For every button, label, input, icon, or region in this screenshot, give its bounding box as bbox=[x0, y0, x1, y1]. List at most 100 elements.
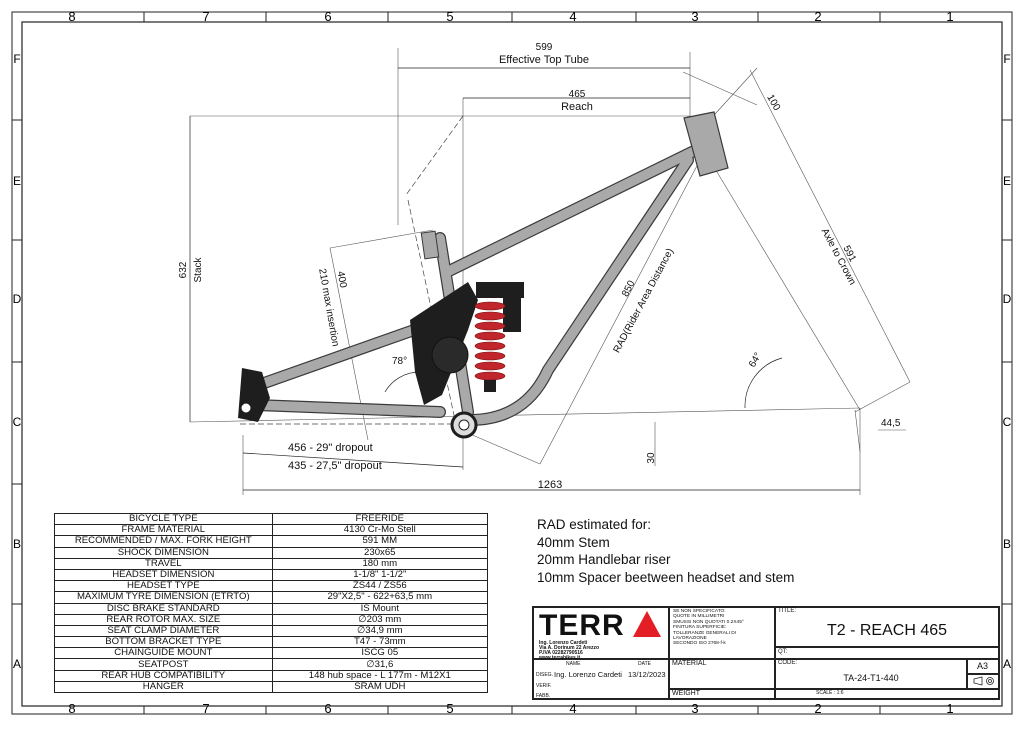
notes-line-riser: 20mm Handlebar riser bbox=[537, 552, 671, 568]
name-header: NAME bbox=[566, 661, 581, 667]
drawing-title: T2 - REACH 465 bbox=[826, 622, 948, 639]
stack-label: Stack bbox=[193, 256, 204, 282]
spec-row: REAR ROTOR MAX. SIZE∅203 mm bbox=[54, 613, 489, 626]
ett-label: Effective Top Tube bbox=[499, 54, 589, 66]
spec-property: SEATPOST bbox=[54, 658, 273, 671]
scale-value: SCALE : 1:6 bbox=[816, 690, 844, 696]
construction-lines bbox=[189, 48, 911, 495]
zone-row-d-right: D bbox=[1003, 292, 1012, 306]
zone-col-2-bottom: 2 bbox=[814, 701, 821, 716]
weight-label: WEIGHT bbox=[672, 690, 700, 697]
zone-col-8-bottom: 8 bbox=[68, 701, 75, 716]
spec-property: MAXIMUM TYRE DIMENSION (ETRTO) bbox=[54, 591, 273, 604]
spec-value: ∅34,9 mm bbox=[271, 624, 489, 638]
seat-angle-arc bbox=[384, 371, 421, 393]
projection-cell bbox=[967, 674, 999, 689]
spec-value: ∅31,6 bbox=[271, 658, 489, 671]
notes-line-spacer: 10mm Spacer beetween headset and stem bbox=[537, 569, 795, 585]
spec-property: BOTTOM BRACKET TYPE bbox=[54, 636, 273, 649]
rear-shock bbox=[474, 282, 524, 392]
zone-col-4: 4 bbox=[569, 9, 576, 24]
spec-property: RECOMMENDED / MAX. FORK HEIGHT bbox=[54, 535, 273, 548]
logo-triangle-icon bbox=[633, 611, 661, 637]
zone-labels-top: 8 7 6 5 4 3 2 1 bbox=[68, 9, 953, 24]
drawn-label: DISEG. bbox=[536, 672, 553, 678]
fork-offset-value: 44,5 bbox=[881, 418, 901, 429]
spec-property: FRAME MATERIAL bbox=[54, 524, 273, 537]
zone-col-3-bottom: 3 bbox=[691, 701, 698, 716]
seat-value: 400 bbox=[335, 270, 349, 289]
spec-value: 180 mm bbox=[271, 557, 489, 570]
design-date: 13/12/2023 bbox=[628, 670, 666, 679]
notes-line-stem: 40mm Stem bbox=[537, 534, 610, 550]
chainstay-29-label: 456 - 29" dropout bbox=[288, 442, 373, 454]
spec-value: FREERIDE bbox=[271, 512, 489, 526]
zone-row-a-right: A bbox=[1003, 657, 1011, 671]
zone-row-d: D bbox=[13, 292, 22, 306]
spec-row: MAXIMUM TYRE DIMENSION (ETRTO)29"X2,5" -… bbox=[54, 591, 489, 604]
bottom-bracket-center bbox=[458, 419, 470, 431]
notes-title: RAD estimated for: bbox=[537, 517, 652, 532]
zone-col-3: 3 bbox=[691, 9, 698, 24]
bike-frame bbox=[238, 111, 729, 426]
company-info: Ing. Lorenzo Cardeti Via A. Dorinum 22 A… bbox=[539, 640, 600, 661]
zone-col-5: 5 bbox=[446, 9, 453, 24]
spec-property: CHAINGUIDE MOUNT bbox=[54, 647, 273, 660]
rad-notes: RAD estimated for: 40mm Stem 20mm Handle… bbox=[537, 516, 794, 586]
zone-row-f-right: F bbox=[1003, 52, 1010, 66]
zone-row-c: C bbox=[13, 415, 22, 429]
checked-label: VERIF. bbox=[536, 683, 552, 689]
zone-row-a: A bbox=[13, 657, 21, 671]
projection-symbol-icon bbox=[973, 676, 994, 686]
spec-property: REAR ROTOR MAX. SIZE bbox=[54, 613, 273, 626]
head-angle-arc bbox=[744, 357, 783, 409]
material-label: MATERIAL bbox=[672, 660, 707, 667]
spec-value: 591 MM bbox=[271, 535, 489, 548]
zone-row-b-right: B bbox=[1003, 537, 1011, 551]
weight-cell: WEIGHT bbox=[669, 689, 775, 699]
wheelbase-value: 1263 bbox=[538, 479, 562, 491]
spec-property: HEADSET DIMENSION bbox=[54, 568, 273, 582]
title-label: TITLE: bbox=[778, 608, 797, 614]
zone-col-5-bottom: 5 bbox=[446, 701, 453, 716]
seat-angle: 78° bbox=[392, 356, 407, 367]
logo-text: TERR bbox=[539, 609, 625, 642]
spec-property: BICYCLE TYPE bbox=[54, 512, 273, 526]
zone-row-f: F bbox=[13, 52, 20, 66]
spec-property: HEADSET TYPE bbox=[54, 580, 273, 593]
size-cell: A3 bbox=[967, 659, 999, 674]
logo-cell: TERR Ing. Lorenzo Cardeti Via A. Dorinum… bbox=[533, 607, 669, 661]
ett-value: 599 bbox=[536, 42, 553, 53]
spec-value: ISCG 05 bbox=[271, 647, 489, 660]
spec-row: SEAT CLAMP DIAMETER∅34,9 mm bbox=[54, 624, 489, 638]
zone-col-6: 6 bbox=[324, 9, 331, 24]
title-cell: TITLE: T2 - REACH 465 bbox=[775, 607, 999, 647]
stack-value: 632 bbox=[178, 261, 189, 278]
date-header: DATE bbox=[638, 661, 651, 667]
zone-col-7: 7 bbox=[202, 9, 209, 24]
zone-col-1: 1 bbox=[946, 9, 953, 24]
bb-drop-value: 30 bbox=[646, 452, 657, 464]
code-cell: CODE: TA-24-T1-440 bbox=[775, 659, 967, 689]
sheet-size: A3 bbox=[977, 661, 989, 671]
spec-value: IS Mount bbox=[271, 602, 489, 615]
zone-row-c-right: C bbox=[1003, 415, 1012, 429]
tolerance-cell: SE NON SPECIFICATO: QUOTE IN MILLIMETRI … bbox=[669, 607, 775, 659]
zone-row-b: B bbox=[13, 537, 21, 551]
zone-col-1-bottom: 1 bbox=[946, 701, 953, 716]
chainring bbox=[431, 336, 469, 374]
spec-property: REAR HUB COMPATIBILITY bbox=[54, 669, 273, 682]
spec-row: SEATPOST∅31,6 bbox=[54, 658, 489, 671]
zone-ticks bbox=[12, 12, 1012, 714]
